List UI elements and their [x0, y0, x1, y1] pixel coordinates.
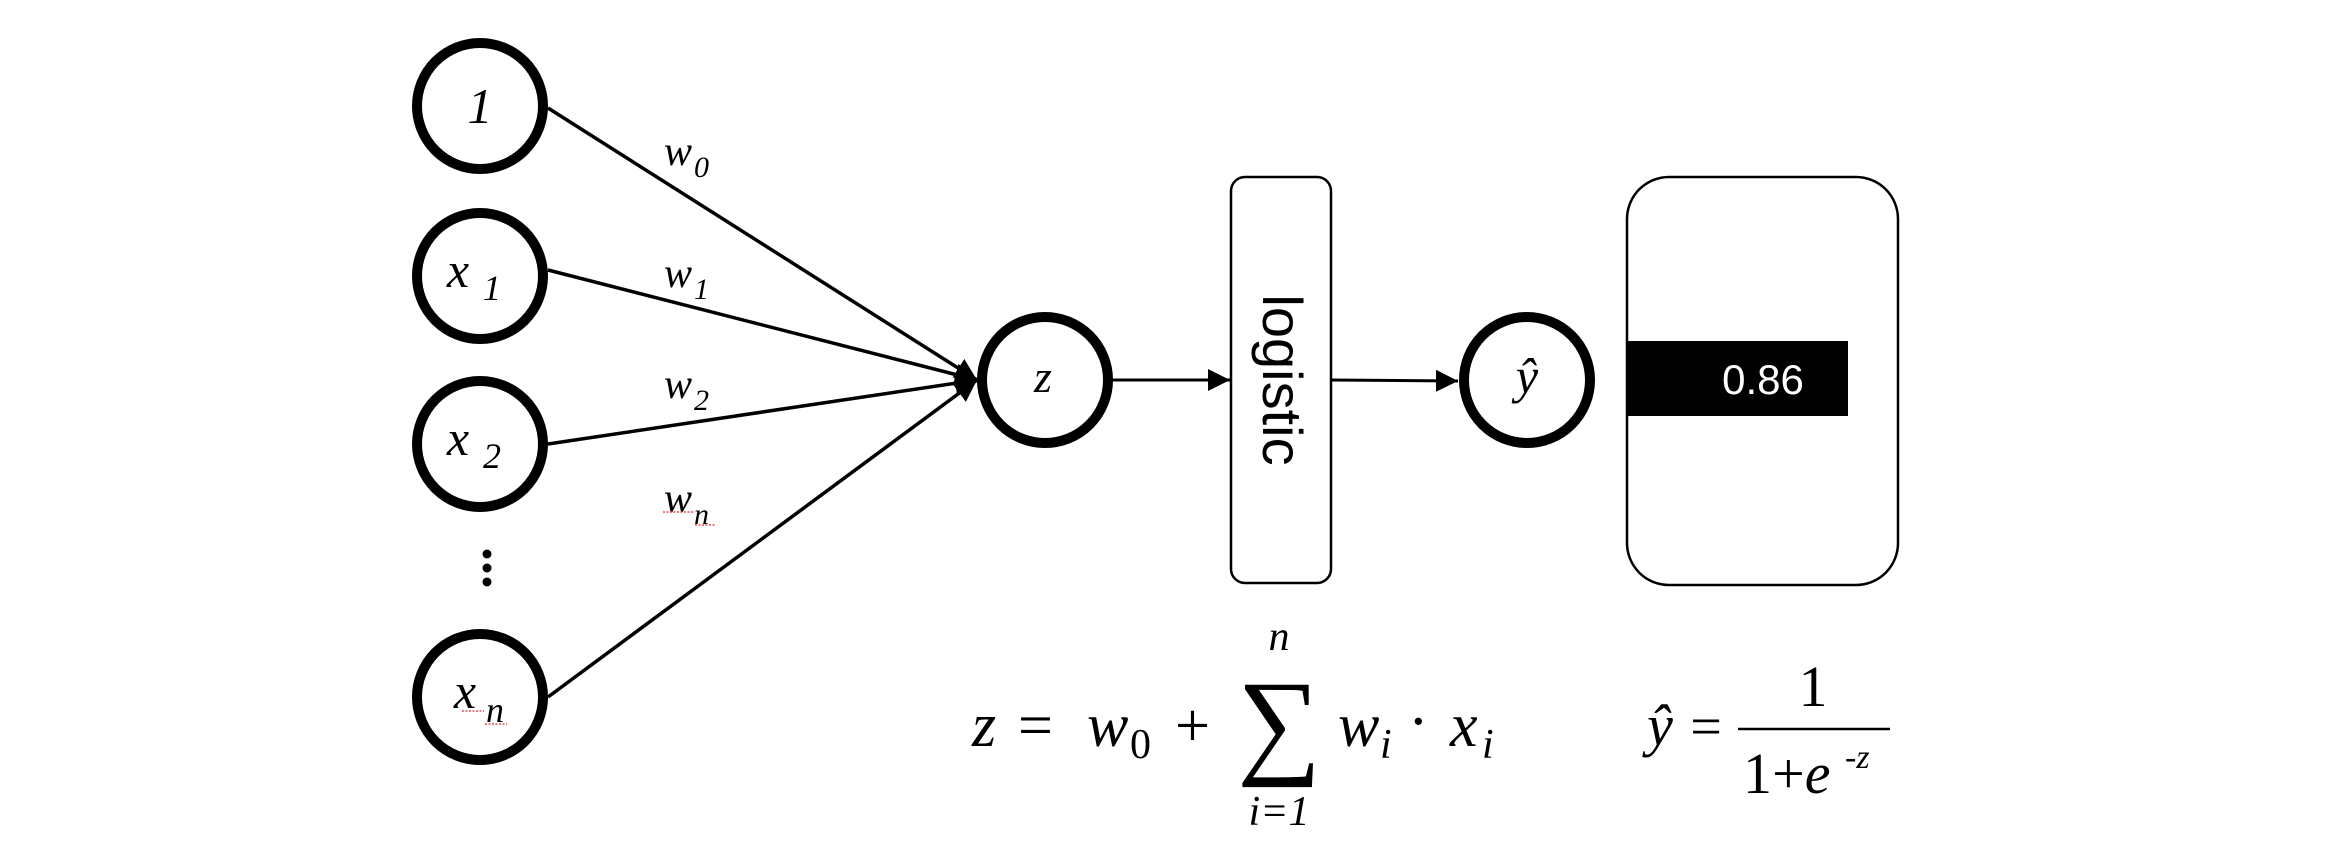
formula-y-denominator: 1+e: [1743, 741, 1830, 806]
input-label: x: [446, 410, 469, 466]
formula-z-w0: w: [1087, 692, 1128, 760]
edge-xn-to-z: [546, 378, 979, 699]
input-circle: [412, 38, 548, 174]
formula-z-wi: w: [1338, 692, 1379, 760]
weight-symbol: w: [664, 362, 692, 408]
weight-symbol: w: [664, 251, 692, 297]
output-value-bar: [1627, 341, 1848, 416]
formula-y-numerator: 1: [1799, 654, 1828, 719]
input-node-xn: x n: [412, 629, 548, 765]
formula-z-eq: =: [1018, 692, 1053, 760]
input-node-x1: x 1: [412, 208, 548, 344]
formula-z-wi-sub: i: [1380, 722, 1392, 768]
sum-circle: [977, 312, 1113, 448]
sum-node-z: z: [977, 312, 1113, 448]
weight-label-w1: w 1: [664, 251, 709, 306]
formula-y-lhs: ŷ: [1642, 693, 1673, 758]
input-subscript: 1: [483, 268, 501, 308]
weight-label-wn: w n: [663, 476, 715, 531]
input-node-bias: 1: [412, 38, 548, 174]
activation-label: logistic: [1251, 294, 1314, 465]
formula-z-lower: i=1: [1248, 789, 1309, 835]
sum-label: z: [1033, 351, 1052, 402]
input-label: 1: [468, 78, 493, 134]
weight-symbol: w: [664, 129, 692, 175]
output-node-yhat: ŷ: [1459, 312, 1595, 448]
formula-z-upper: n: [1269, 614, 1290, 660]
weight-subscript: 2: [694, 384, 709, 417]
formula-z-xi: x: [1449, 692, 1478, 760]
input-label: x: [446, 242, 469, 298]
formula-z-xi-sub: i: [1482, 722, 1494, 768]
ellipsis-icon: [482, 549, 492, 587]
output-label: ŷ: [1511, 348, 1539, 404]
activation-box: logistic: [1229, 175, 1333, 585]
formula-z-dot: ·: [1408, 688, 1429, 756]
formula-z-sigma: ∑: [1237, 657, 1321, 788]
output-value-panel: 0.86: [1625, 175, 1900, 587]
formula-z-lhs: z: [971, 692, 996, 760]
formula-y-eq: =: [1690, 696, 1722, 758]
input-circle: [412, 208, 548, 344]
input-circle: [412, 376, 548, 512]
weight-label-w0: w 0: [664, 129, 709, 184]
edge-x1-to-z: [547, 268, 978, 386]
input-circle: [412, 629, 548, 765]
output-value-text: 0.86: [1722, 356, 1804, 403]
output-circle: [1459, 312, 1595, 448]
formula-z: z = w 0 + ∑ n i=1 w i · x i: [971, 614, 1494, 835]
input-node-x2: x 2: [412, 376, 548, 512]
edge-bias-to-z: [547, 106, 978, 382]
edge-x2-to-z: [547, 372, 978, 446]
weight-subscript: n: [694, 498, 709, 531]
weight-subscript: 1: [694, 273, 709, 306]
weight-symbol: w: [664, 476, 692, 522]
weight-label-w2: w 2: [664, 362, 709, 417]
input-subscript: 2: [483, 436, 501, 476]
edge-logistic-to-output: [1330, 369, 1459, 392]
input-edges: [546, 106, 979, 699]
formula-z-w0-sub: 0: [1130, 722, 1151, 768]
input-label: x: [453, 663, 476, 719]
input-subscript: n: [486, 690, 504, 730]
formula-yhat: ŷ = 1 1+e -z: [1642, 654, 1890, 806]
formula-z-plus: +: [1175, 692, 1210, 760]
formula-y-exponent: -z: [1845, 739, 1870, 776]
weight-subscript: 0: [694, 151, 709, 184]
